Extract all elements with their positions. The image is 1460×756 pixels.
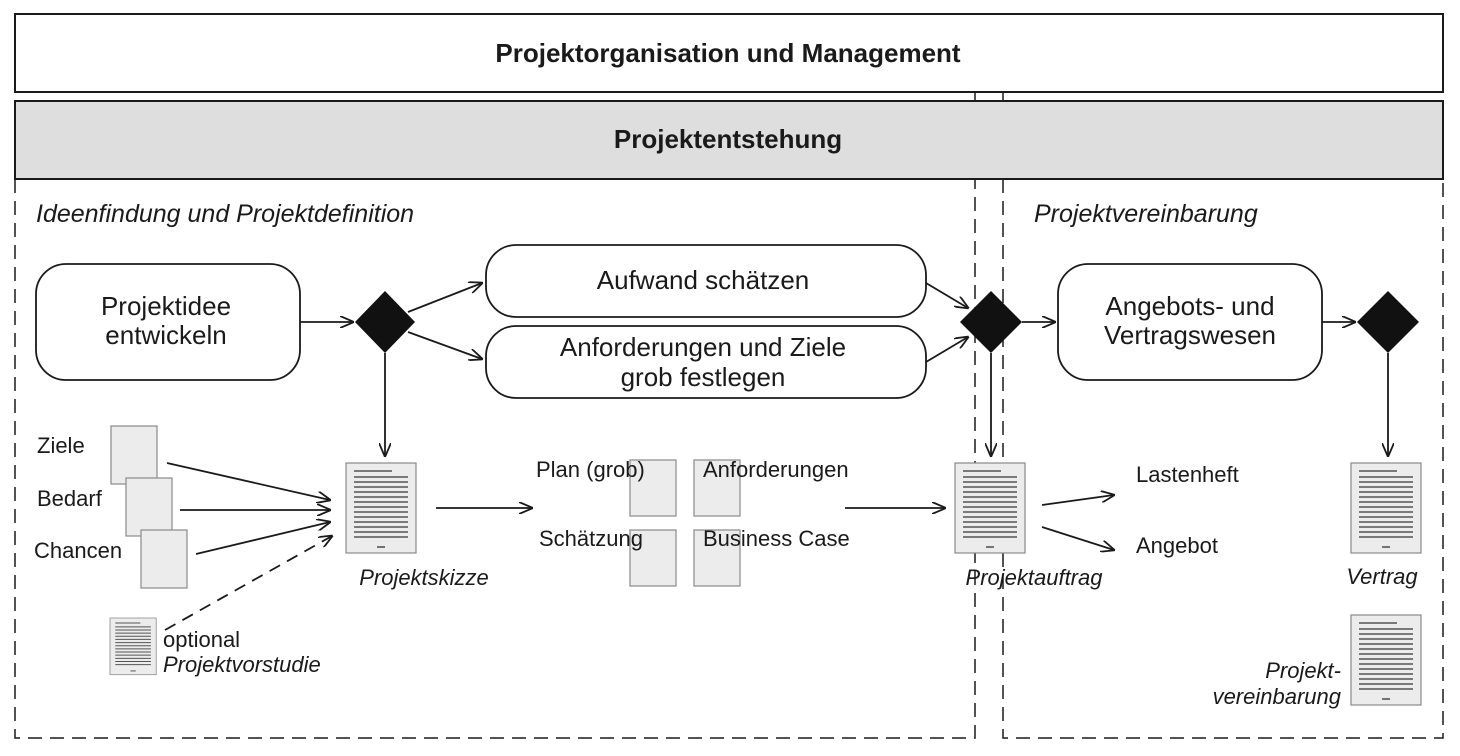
flow-arrow [1041, 495, 1114, 506]
input-label-demand: Bedarf [37, 486, 103, 511]
decision-diamond-3 [1357, 291, 1419, 353]
top-header-box [14, 13, 1444, 93]
plan-label: Plan (grob) [536, 457, 645, 482]
prestudy-label: Projektvorstudie [163, 652, 321, 677]
flow-arrow [925, 337, 968, 363]
right-section-title: Projektvereinbarung [1034, 200, 1258, 228]
left-section-frame [14, 179, 976, 739]
business-case-page [693, 529, 741, 587]
input-label-goals: Ziele [37, 433, 85, 458]
agreement-document [1350, 614, 1422, 706]
phase-header-band [14, 100, 1444, 180]
optional-label: optional [163, 627, 240, 652]
decision-diamond-2 [960, 291, 1022, 353]
optional-input-arrow [164, 536, 332, 631]
input-page-chances [140, 529, 188, 589]
prestudy-document [109, 617, 157, 676]
input-arrow [166, 462, 330, 500]
estimate-label: Schätzung [539, 526, 643, 551]
sketch-document [345, 462, 417, 554]
plan-page [629, 459, 677, 517]
flow-arrow [407, 331, 482, 359]
activity-requirements-label: Anforderungen und Ziele [560, 332, 846, 362]
input-arrow [195, 522, 330, 555]
top-header-title: Projektorganisation und Management [495, 38, 961, 68]
input-page-goals [110, 425, 158, 485]
phase-header-title: Projektentstehung [614, 124, 842, 154]
input-label-chances: Chancen [34, 538, 122, 563]
decision-diamond-1 [355, 291, 415, 353]
sketch-label: Projektskizze [359, 565, 489, 590]
left-section-title: Ideenfindung und Projektdefinition [36, 200, 414, 228]
contract-document [1350, 462, 1422, 554]
quote-label: Angebot [1136, 533, 1218, 558]
business-case-label: Business Case [703, 526, 850, 551]
activity-offer-label: Angebots- und [1105, 291, 1274, 321]
flow-arrow [925, 282, 968, 308]
requirements-page [693, 459, 741, 517]
right-section-frame [1002, 179, 1444, 739]
contract-label: Vertrag [1346, 564, 1418, 589]
agreement-label: Projekt- [1265, 658, 1341, 683]
activity-effort-box [485, 244, 927, 318]
flow-arrow [1041, 526, 1114, 550]
activity-requirements-label: grob festlegen [621, 362, 786, 392]
order-label: Projektauftrag [966, 565, 1104, 590]
order-document [954, 462, 1026, 554]
input-page-demand [125, 477, 173, 537]
activity-offer-label: Vertragswesen [1104, 320, 1276, 350]
activity-idea-label: Projektidee [101, 291, 231, 321]
estimate-page [629, 529, 677, 587]
agreement-label: vereinbarung [1213, 684, 1342, 709]
activity-idea-label: entwickeln [105, 320, 226, 350]
flow-arrow [407, 283, 482, 313]
specification-label: Lastenheft [1136, 462, 1239, 487]
requirements-doc-label: Anforderungen [703, 457, 849, 482]
activity-effort-label: Aufwand schätzen [597, 265, 809, 295]
